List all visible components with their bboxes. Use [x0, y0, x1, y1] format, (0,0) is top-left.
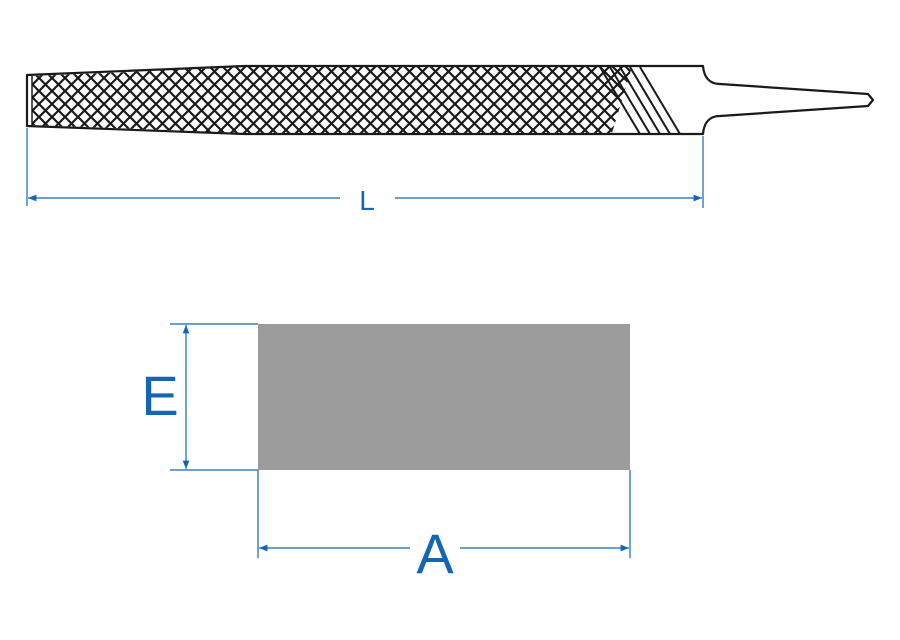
cross-section — [258, 324, 630, 470]
thickness-label: E — [141, 364, 178, 427]
length-dimension — [26, 128, 704, 208]
width-dimension — [257, 470, 631, 558]
length-label: L — [359, 185, 375, 216]
single-cut-teeth — [599, 66, 681, 134]
width-label: A — [416, 522, 454, 585]
thickness-dimension — [170, 323, 258, 471]
file-outline — [25, 64, 875, 136]
